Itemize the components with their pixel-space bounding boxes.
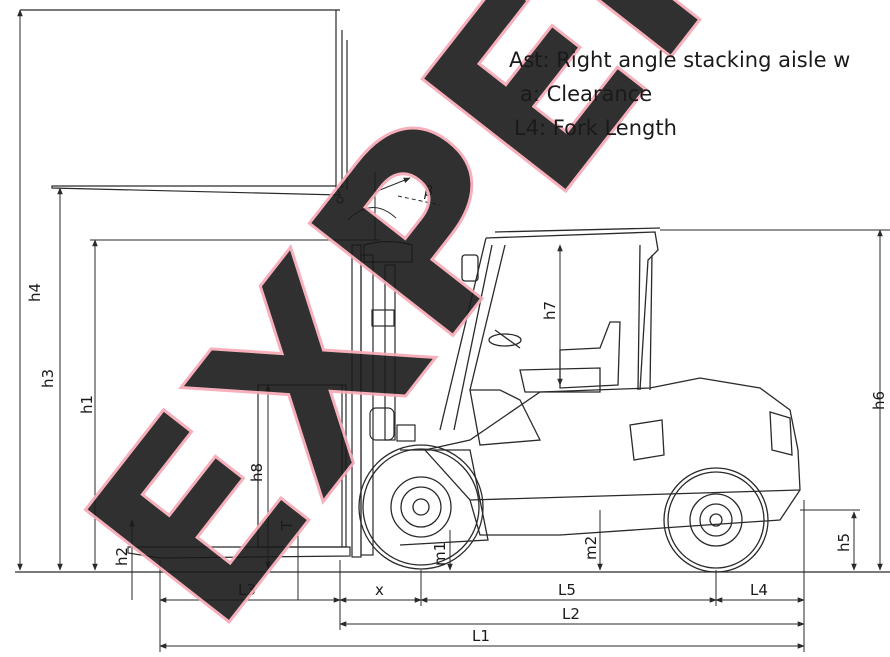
legend-ast: Ast: Right angle stacking aisle w <box>509 48 851 72</box>
label-L4: L4 <box>750 581 768 599</box>
label-h8: h8 <box>248 463 266 482</box>
label-L5: L5 <box>558 581 576 599</box>
label-L1: L1 <box>472 627 490 645</box>
legend-a: a: Clearance <box>520 82 653 106</box>
tilt-angle <box>347 172 441 240</box>
label-L2: L2 <box>562 605 580 623</box>
label-x: x <box>375 581 384 599</box>
label-h5: h5 <box>835 533 853 552</box>
label-h1: h1 <box>78 395 96 414</box>
label-m1: m1 <box>431 542 449 566</box>
front-wheel <box>358 444 484 570</box>
rear-wheel <box>663 467 769 573</box>
label-T: T <box>278 520 296 531</box>
label-beta: β <box>423 184 433 200</box>
label-h3: h3 <box>39 369 57 388</box>
dimension-lines <box>17 9 890 652</box>
raised-carriage <box>20 9 348 204</box>
label-L3: L3 <box>238 581 256 599</box>
label-h7: h7 <box>541 301 559 320</box>
legend-l4: L4: Fork Length <box>514 116 677 140</box>
label-m2: m2 <box>582 536 600 560</box>
truck-body <box>399 227 801 546</box>
mast <box>351 240 416 558</box>
lowered-forks <box>127 384 351 559</box>
label-h6: h6 <box>870 391 888 410</box>
label-h2: h2 <box>113 547 131 566</box>
label-h4: h4 <box>26 283 44 302</box>
dimension-labels: h4 h3 h1 h8 h2 T m1 m2 h7 h6 h5 L3 x L5 … <box>26 283 888 645</box>
